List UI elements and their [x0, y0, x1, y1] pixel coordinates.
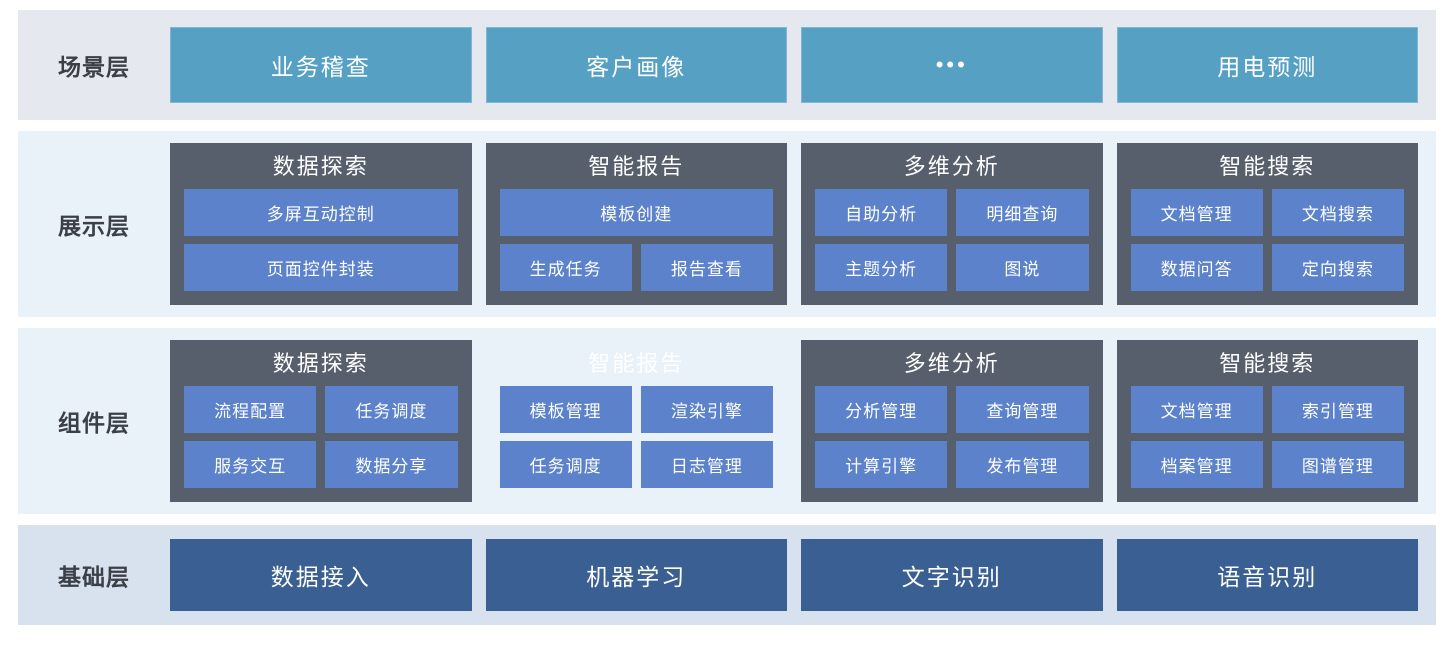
- scene-tile-more[interactable]: •••: [801, 27, 1103, 103]
- module-card-row: 计算引擎发布管理: [815, 440, 1089, 489]
- module-chip-日志管理[interactable]: 日志管理: [640, 440, 773, 489]
- layer-body-presentation-layer: 数据探索多屏互动控制页面控件封装智能报告模板创建生成任务报告查看多维分析自助分析…: [170, 131, 1436, 317]
- module-chip-数据分享[interactable]: 数据分享: [325, 440, 458, 489]
- module-card-智能报告[interactable]: 智能报告模板管理渲染引擎任务调度日志管理: [486, 340, 788, 502]
- layer-body-foundation-layer: 数据接入机器学习文字识别语音识别: [170, 525, 1436, 625]
- module-chip-模板管理[interactable]: 模板管理: [499, 385, 632, 433]
- layer-body-component-layer: 数据探索流程配置任务调度服务交互数据分享智能报告模板管理渲染引擎任务调度日志管理…: [170, 328, 1436, 514]
- module-chip-查询管理[interactable]: 查询管理: [956, 385, 1089, 433]
- module-chip-页面控件封装[interactable]: 页面控件封装: [184, 243, 458, 292]
- module-card-智能搜索[interactable]: 智能搜索文档管理索引管理档案管理图谱管理: [1116, 340, 1418, 502]
- module-card-智能报告[interactable]: 智能报告模板创建生成任务报告查看: [485, 143, 787, 305]
- module-card-多维分析[interactable]: 多维分析分析管理查询管理计算引擎发布管理: [801, 340, 1103, 502]
- module-chip-明细查询[interactable]: 明细查询: [956, 188, 1089, 236]
- base-tile-文字识别[interactable]: 文字识别: [801, 539, 1103, 611]
- module-card-row: 数据问答定向搜索: [1130, 243, 1404, 292]
- module-card-智能搜索[interactable]: 智能搜索文档管理文档搜索数据问答定向搜索: [1116, 143, 1418, 305]
- module-chip-分析管理[interactable]: 分析管理: [815, 385, 948, 433]
- scene-tile-用电预测[interactable]: 用电预测: [1116, 27, 1418, 103]
- module-card-row: 多屏互动控制: [184, 188, 458, 236]
- module-card-title: 数据探索: [272, 351, 369, 376]
- module-chip-数据问答[interactable]: 数据问答: [1130, 243, 1263, 292]
- layer-label-component-layer: 组件层: [58, 410, 130, 436]
- module-card-row: 档案管理图谱管理: [1130, 440, 1404, 489]
- module-card-grid: 自助分析明细查询主题分析图说: [815, 188, 1089, 292]
- module-card-title: 智能搜索: [1219, 154, 1316, 179]
- module-chip-档案管理[interactable]: 档案管理: [1130, 440, 1263, 489]
- module-card-title: 数据探索: [272, 154, 369, 179]
- module-card-grid: 多屏互动控制页面控件封装: [184, 188, 458, 292]
- module-chip-多屏互动控制[interactable]: 多屏互动控制: [184, 188, 458, 236]
- module-chip-服务交互[interactable]: 服务交互: [184, 440, 317, 489]
- layer-band-component-layer: 组件层数据探索流程配置任务调度服务交互数据分享智能报告模板管理渲染引擎任务调度日…: [18, 328, 1436, 514]
- module-chip-文档管理[interactable]: 文档管理: [1130, 188, 1263, 236]
- module-chip-流程配置[interactable]: 流程配置: [184, 385, 317, 433]
- module-card-row: 自助分析明细查询: [815, 188, 1089, 236]
- layer-label-scene-layer: 场景层: [58, 54, 130, 80]
- module-chip-报告查看[interactable]: 报告查看: [640, 243, 773, 292]
- module-card-title: 智能搜索: [1219, 351, 1316, 376]
- layer-band-foundation-layer: 基础层 数据接入机器学习文字识别语音识别: [18, 525, 1436, 625]
- module-card-row: 流程配置任务调度: [184, 385, 458, 433]
- module-card-grid: 模板管理渲染引擎任务调度日志管理: [499, 385, 773, 489]
- layer-label-presentation-layer: 展示层: [58, 213, 130, 239]
- module-card-多维分析[interactable]: 多维分析自助分析明细查询主题分析图说: [801, 143, 1103, 305]
- scene-tile-业务稽查[interactable]: 业务稽查: [170, 27, 472, 103]
- layer-band-scene-layer: 场景层 业务稽查客户画像•••用电预测: [18, 10, 1436, 120]
- module-card-grid: 文档管理索引管理档案管理图谱管理: [1130, 385, 1404, 489]
- module-card-grid: 模板创建生成任务报告查看: [499, 188, 773, 292]
- module-card-row: 文档管理文档搜索: [1130, 188, 1404, 236]
- module-card-title: 智能报告: [588, 154, 685, 179]
- module-card-row: 页面控件封装: [184, 243, 458, 292]
- module-card-grid: 流程配置任务调度服务交互数据分享: [184, 385, 458, 489]
- module-card-grid: 分析管理查询管理计算引擎发布管理: [815, 385, 1089, 489]
- module-chip-索引管理[interactable]: 索引管理: [1271, 385, 1404, 433]
- module-chip-生成任务[interactable]: 生成任务: [499, 243, 632, 292]
- module-card-title: 多维分析: [903, 154, 1000, 179]
- module-card-row: 主题分析图说: [815, 243, 1089, 292]
- base-tile-机器学习[interactable]: 机器学习: [485, 539, 787, 611]
- module-card-row: 模板创建: [499, 188, 773, 236]
- module-chip-图谱管理[interactable]: 图谱管理: [1271, 440, 1404, 489]
- module-card-数据探索[interactable]: 数据探索多屏互动控制页面控件封装: [170, 143, 472, 305]
- module-card-row: 服务交互数据分享: [184, 440, 458, 489]
- module-card-row: 文档管理索引管理: [1130, 385, 1404, 433]
- module-card-row: 生成任务报告查看: [499, 243, 773, 292]
- scene-tile-客户画像[interactable]: 客户画像: [485, 27, 787, 103]
- module-card-row: 任务调度日志管理: [499, 440, 773, 489]
- module-chip-自助分析[interactable]: 自助分析: [815, 188, 948, 236]
- module-chip-任务调度[interactable]: 任务调度: [325, 385, 458, 433]
- module-card-row: 分析管理查询管理: [815, 385, 1089, 433]
- module-chip-任务调度[interactable]: 任务调度: [499, 440, 632, 489]
- layer-band-presentation-layer: 展示层数据探索多屏互动控制页面控件封装智能报告模板创建生成任务报告查看多维分析自…: [18, 131, 1436, 317]
- module-card-row: 模板管理渲染引擎: [499, 385, 773, 433]
- module-chip-文档搜索[interactable]: 文档搜索: [1271, 188, 1404, 236]
- module-chip-渲染引擎[interactable]: 渲染引擎: [640, 385, 773, 433]
- module-card-数据探索[interactable]: 数据探索流程配置任务调度服务交互数据分享: [170, 340, 472, 502]
- module-chip-文档管理[interactable]: 文档管理: [1130, 385, 1263, 433]
- module-chip-发布管理[interactable]: 发布管理: [956, 440, 1089, 489]
- module-chip-主题分析[interactable]: 主题分析: [815, 243, 948, 292]
- module-card-title: 多维分析: [903, 351, 1000, 376]
- module-chip-定向搜索[interactable]: 定向搜索: [1271, 243, 1404, 292]
- module-chip-模板创建[interactable]: 模板创建: [499, 188, 773, 236]
- module-chip-计算引擎[interactable]: 计算引擎: [815, 440, 948, 489]
- module-chip-图说[interactable]: 图说: [956, 243, 1089, 292]
- base-tile-数据接入[interactable]: 数据接入: [170, 539, 472, 611]
- layer-body-scene-layer: 业务稽查客户画像•••用电预测: [170, 10, 1436, 120]
- module-card-grid: 文档管理文档搜索数据问答定向搜索: [1130, 188, 1404, 292]
- module-card-title: 智能报告: [588, 351, 685, 376]
- base-tile-语音识别[interactable]: 语音识别: [1116, 539, 1418, 611]
- layer-label-foundation-layer: 基础层: [58, 564, 130, 590]
